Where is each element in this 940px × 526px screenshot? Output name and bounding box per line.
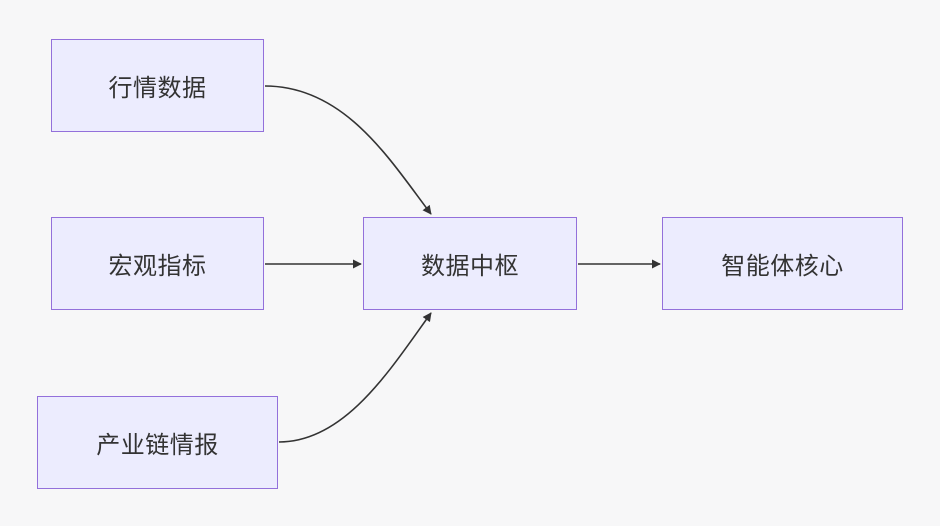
edge-chain-to-hub: [278, 312, 432, 443]
node-label: 行情数据: [108, 74, 207, 102]
node-label: 产业链情报: [96, 431, 219, 459]
node-market-data: 行情数据: [51, 39, 264, 132]
edge-market-to-hub: [264, 85, 432, 215]
node-label: 数据中枢: [421, 252, 519, 280]
node-industry-chain-intel: 产业链情报: [37, 396, 278, 489]
node-data-hub: 数据中枢: [363, 217, 577, 310]
node-label: 宏观指标: [108, 252, 207, 280]
node-macro-indicators: 宏观指标: [51, 217, 264, 310]
node-agent-core: 智能体核心: [662, 217, 903, 310]
node-label: 智能体核心: [721, 252, 844, 280]
